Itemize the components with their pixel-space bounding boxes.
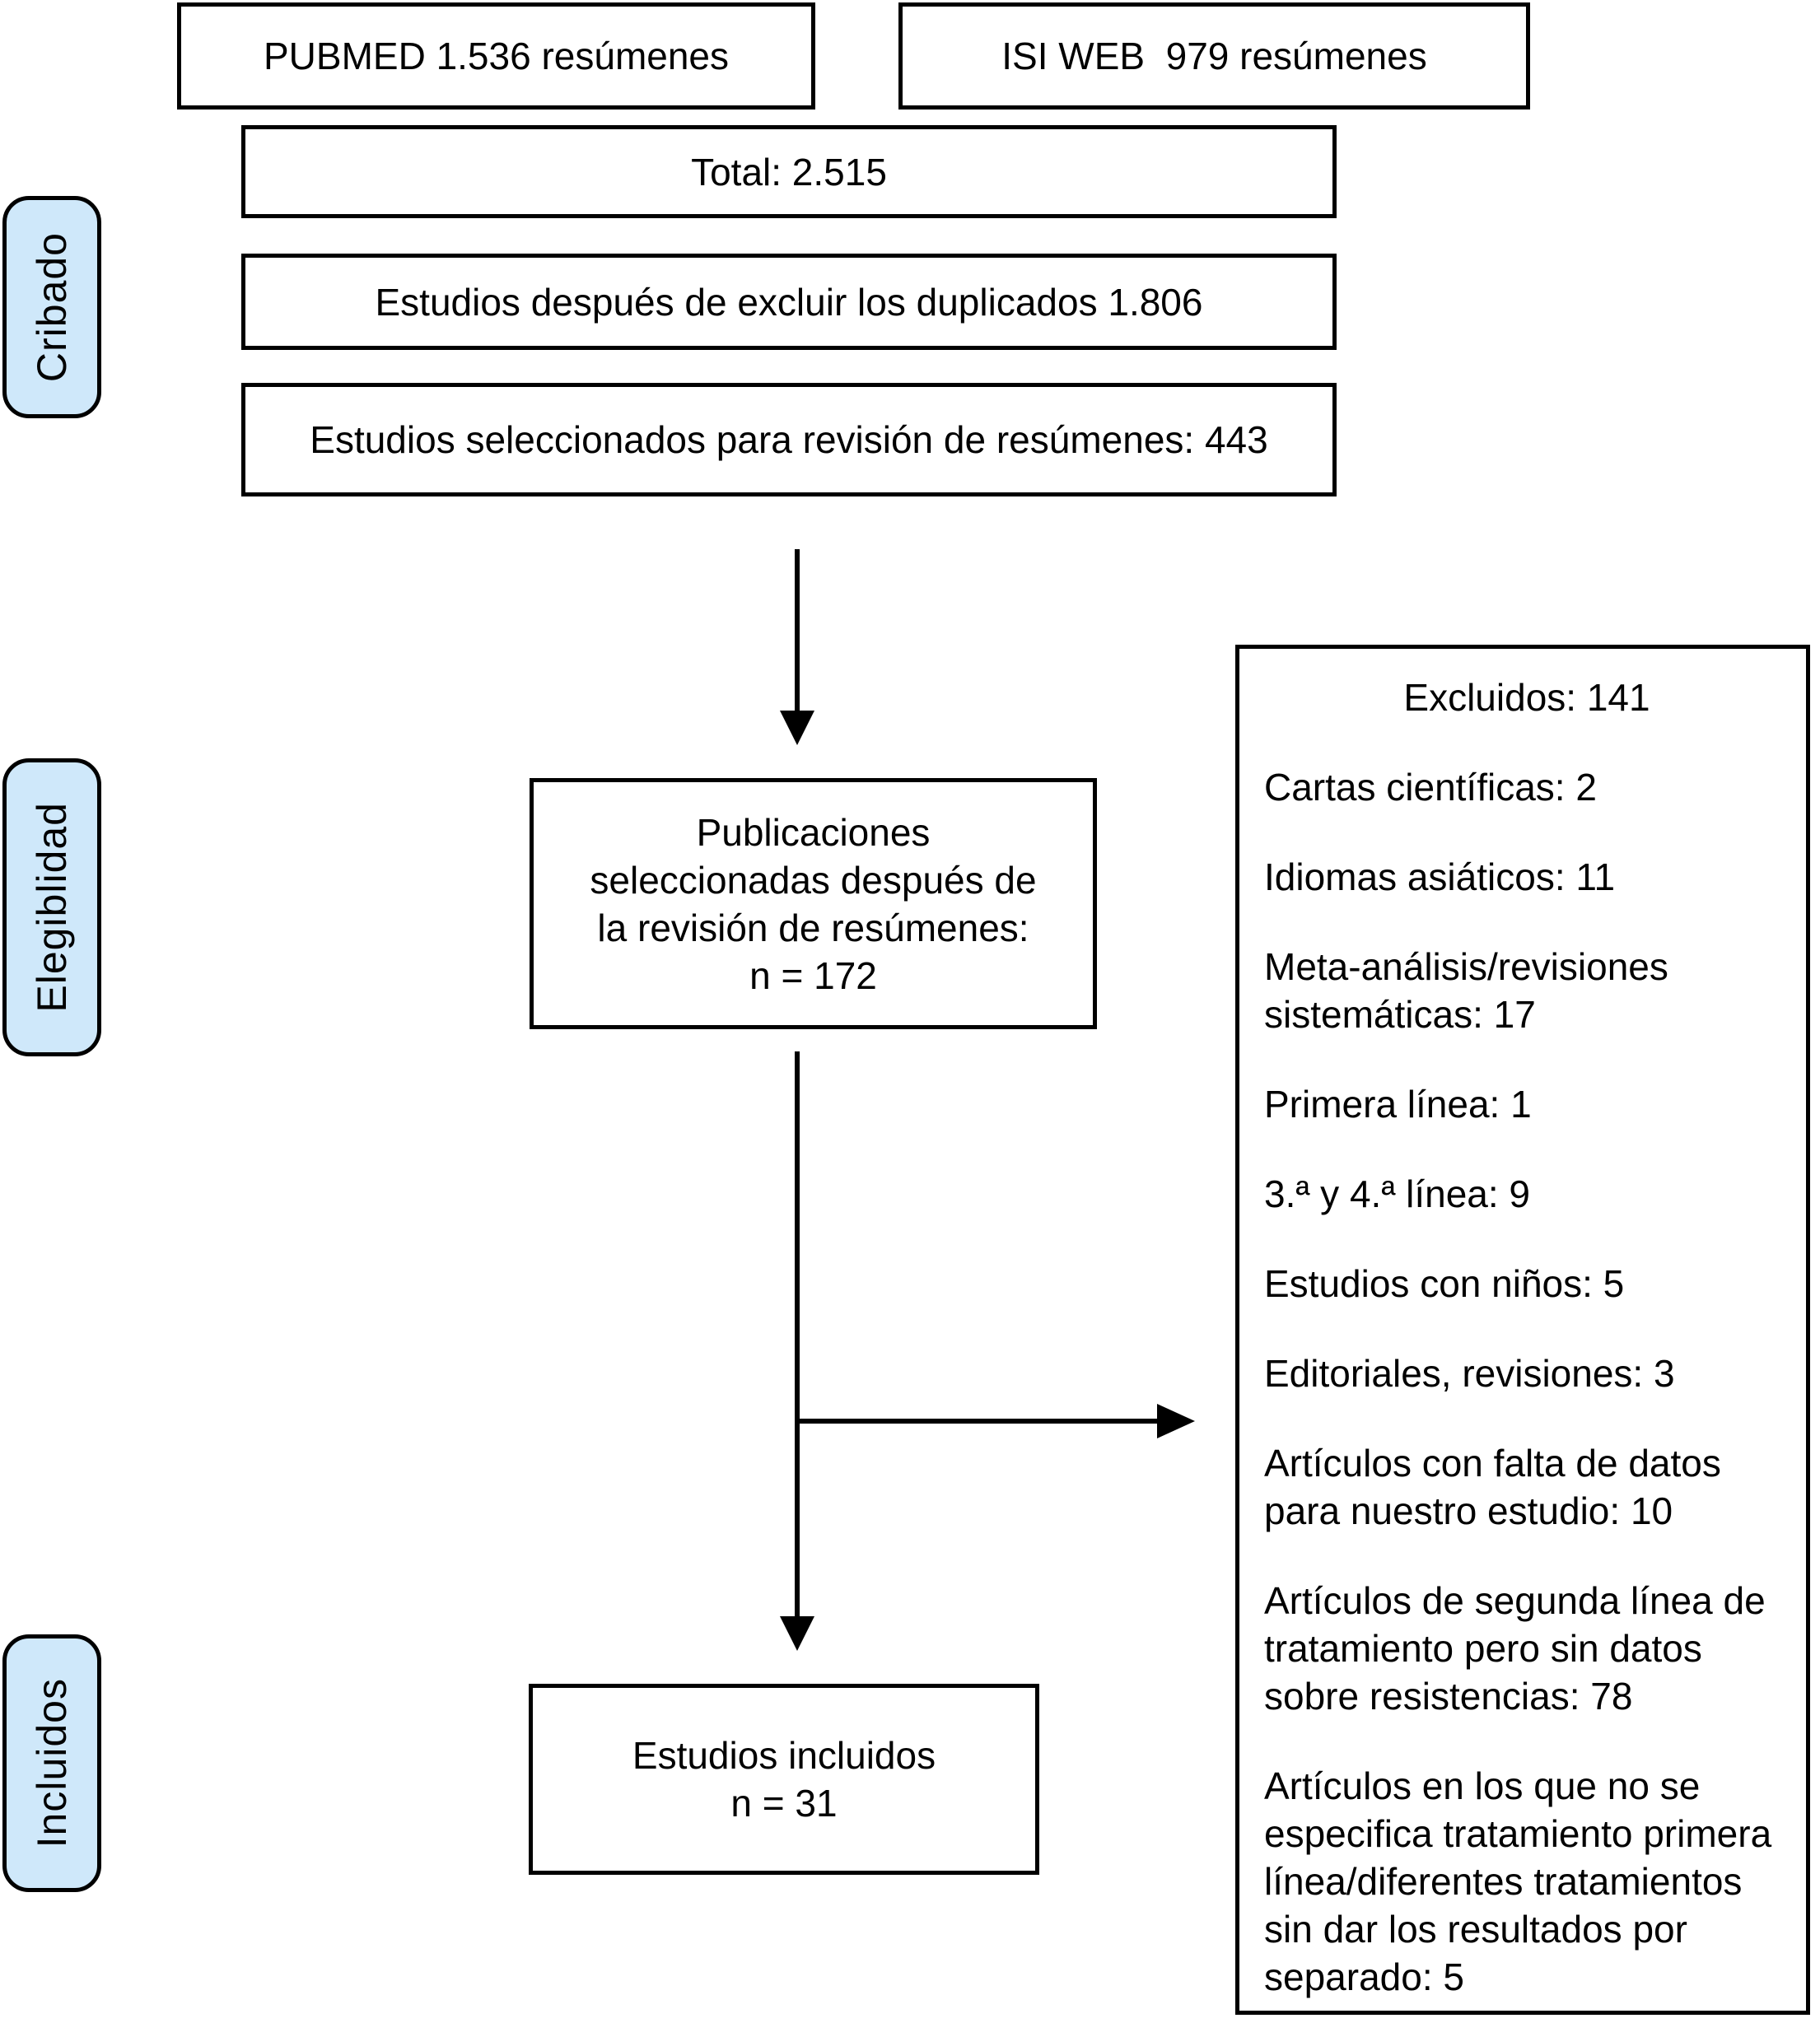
excluded-item: Artículos con falta de datos para nuestr… (1264, 1442, 1721, 1532)
excluded-item: Idiomas asiáticos: 11 (1264, 855, 1616, 898)
included-studies-line-1: Estudios incluidos (632, 1734, 936, 1777)
stage-label-elegiblidad-text: Elegiblidad (29, 802, 75, 1013)
excluded-item: Meta-análisis/revisiones sistemáticas: 1… (1264, 945, 1668, 1036)
excluded-item: Estudios con niños: 5 (1264, 1262, 1625, 1305)
arrow-eligibility-to-included-line (795, 1051, 800, 1616)
excluded-box-title: Excluidos: 141 (1403, 676, 1650, 719)
arrowhead-right-icon (1157, 1404, 1195, 1438)
publications-selected-line-1: Publicaciones (696, 810, 931, 854)
isiweb-box-label: ISI WEB 979 resúmenes (1001, 35, 1427, 77)
arrowhead-down-icon (780, 711, 814, 745)
arrow-screening-to-eligibility-line (795, 549, 800, 712)
stage-label-incluidos-text: Incluidos (29, 1678, 75, 1848)
stage-label-incluidos: Incluidos (2, 1634, 101, 1892)
excluded-item: Artículos en los que no se especifica tr… (1264, 1764, 1772, 1998)
pubmed-box: PUBMED 1.536 resúmenes (177, 2, 815, 110)
included-studies-box: Estudios incluidos n = 31 (529, 1684, 1039, 1875)
arrow-branch-to-excluded-line (797, 1419, 1157, 1424)
isiweb-box: ISI WEB 979 resúmenes (898, 2, 1530, 110)
publications-selected-line-4: n = 172 (749, 953, 877, 997)
abstract-review-box-label: Estudios seleccionados para revisión de … (310, 418, 1268, 461)
excluded-box: Excluidos: 141 Cartas científicas: 2 Idi… (1235, 645, 1810, 2015)
stage-label-cribado-text: Cribado (29, 231, 75, 383)
stage-label-cribado: Cribado (2, 196, 101, 418)
abstract-review-box: Estudios seleccionados para revisión de … (241, 383, 1337, 496)
deduplicated-box-label: Estudios después de excluir los duplicad… (375, 280, 1203, 324)
total-box-label: Total: 2.515 (691, 150, 887, 193)
publications-selected-line-3: la revisión de resúmenes: (597, 906, 1029, 949)
deduplicated-box: Estudios después de excluir los duplicad… (241, 254, 1337, 350)
included-studies-line-2: n = 31 (730, 1782, 838, 1825)
arrowhead-down-icon (780, 1616, 814, 1651)
excluded-item: Artículos de segunda línea de tratamient… (1264, 1579, 1766, 1718)
excluded-item: Cartas científicas: 2 (1264, 766, 1597, 809)
excluded-item: Primera línea: 1 (1264, 1083, 1532, 1126)
excluded-item: 3.ª y 4.ª línea: 9 (1264, 1172, 1531, 1215)
publications-selected-line-2: seleccionadas después de (590, 858, 1037, 902)
total-box: Total: 2.515 (241, 125, 1337, 218)
excluded-item: Editoriales, revisiones: 3 (1264, 1352, 1675, 1395)
publications-selected-box: Publicaciones seleccionadas después de l… (530, 778, 1097, 1029)
pubmed-box-label: PUBMED 1.536 resúmenes (263, 35, 730, 77)
stage-label-elegiblidad: Elegiblidad (2, 758, 101, 1056)
